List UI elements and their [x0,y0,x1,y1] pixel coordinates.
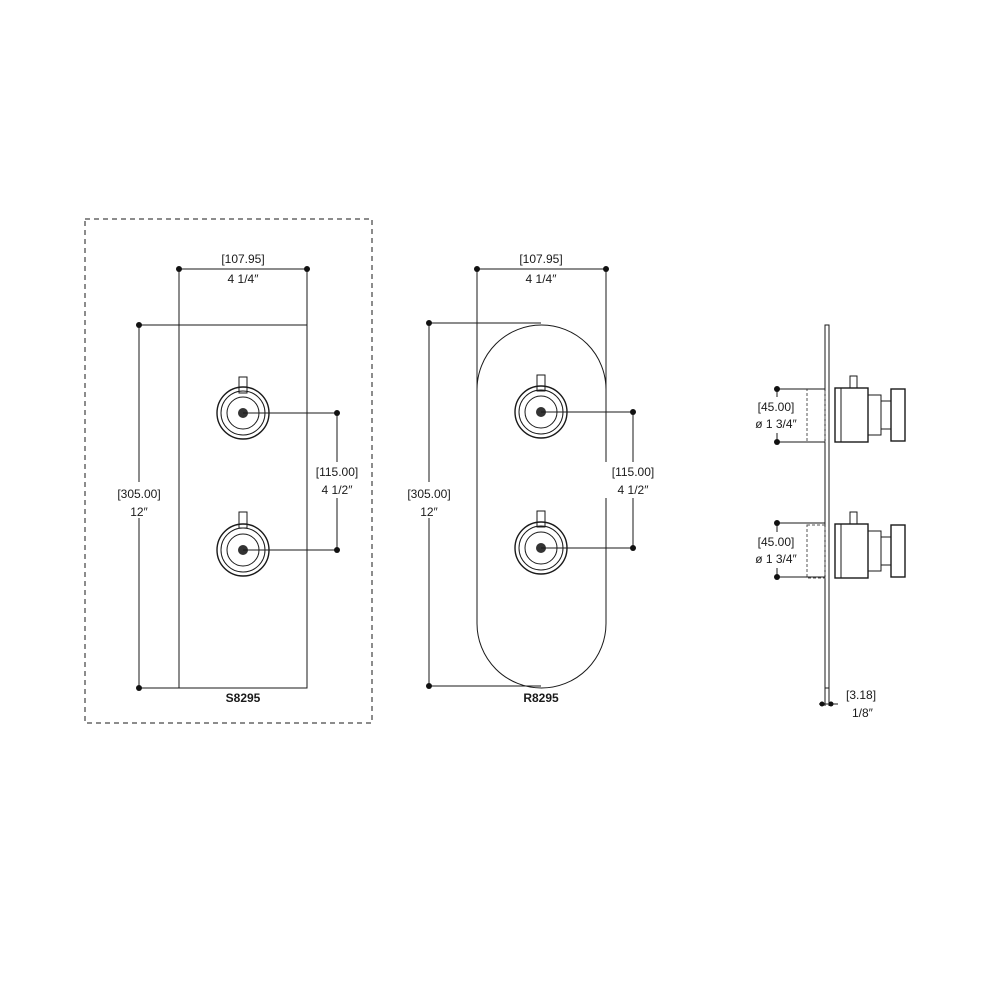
handle-dia-in-label: ø 1 3/4″ [755,552,797,566]
upper-handle-front [514,374,568,439]
lower-handle-front [216,511,270,577]
plate-thickness-dimension: [3.18] 1/8″ [819,688,876,720]
round-trim-view: [107.95] 4 1/4″ [305.00] 12″ [402,252,662,705]
handle-dia-mm-label: [45.00] [758,400,795,414]
lower-handle-front [514,510,568,575]
upper-handle-front [216,376,270,440]
handle-diameter-dimension-upper: [45.00] ø 1 3/4″ [750,386,825,445]
model-label-r8295: R8295 [523,691,559,705]
square-trim-view: [107.95] 4 1/4″ [305.00] 12″ [84,218,373,724]
side-view: [45.00] ø 1 3/4″ [45.00] ø 1 3/4″ [3.18]… [750,324,906,720]
width-dimension-square: [107.95] 4 1/4″ [176,252,310,325]
height-mm-label: [305.00] [407,487,450,501]
handle-dia-in-label: ø 1 3/4″ [755,417,797,431]
height-mm-label: [305.00] [117,487,160,501]
width-in-label: 4 1/4″ [228,272,260,286]
height-dimension-square: [305.00] 12″ [112,322,179,691]
width-mm-label: [107.95] [221,252,264,266]
thickness-in-label: 1/8″ [852,706,874,720]
handle-dia-mm-label: [45.00] [758,535,795,549]
handle-diameter-dimension-lower: [45.00] ø 1 3/4″ [750,520,825,580]
upper-handle-side [806,375,906,443]
spacing-dimension-square: [115.00] 4 1/2″ [243,410,366,553]
height-in-label: 12″ [130,505,148,519]
spacing-in-label: 4 1/2″ [618,483,650,497]
width-in-label: 4 1/4″ [526,272,558,286]
spacing-mm-label: [115.00] [316,465,358,479]
width-dimension-round: [107.95] 4 1/4″ [474,252,609,390]
spacing-in-label: 4 1/2″ [322,483,354,497]
width-mm-label: [107.95] [519,252,562,266]
model-label-s8295: S8295 [226,691,261,705]
height-dimension-round: [305.00] 12″ [402,320,541,689]
square-plate [178,324,308,689]
spacing-mm-label: [115.00] [612,465,654,479]
spacing-dimension-round: [115.00] 4 1/2″ [541,409,662,551]
thickness-mm-label: [3.18] [846,688,876,702]
height-in-label: 12″ [420,505,438,519]
lower-handle-side [806,511,906,579]
plate-edge [824,324,830,689]
rounded-plate [476,324,607,689]
